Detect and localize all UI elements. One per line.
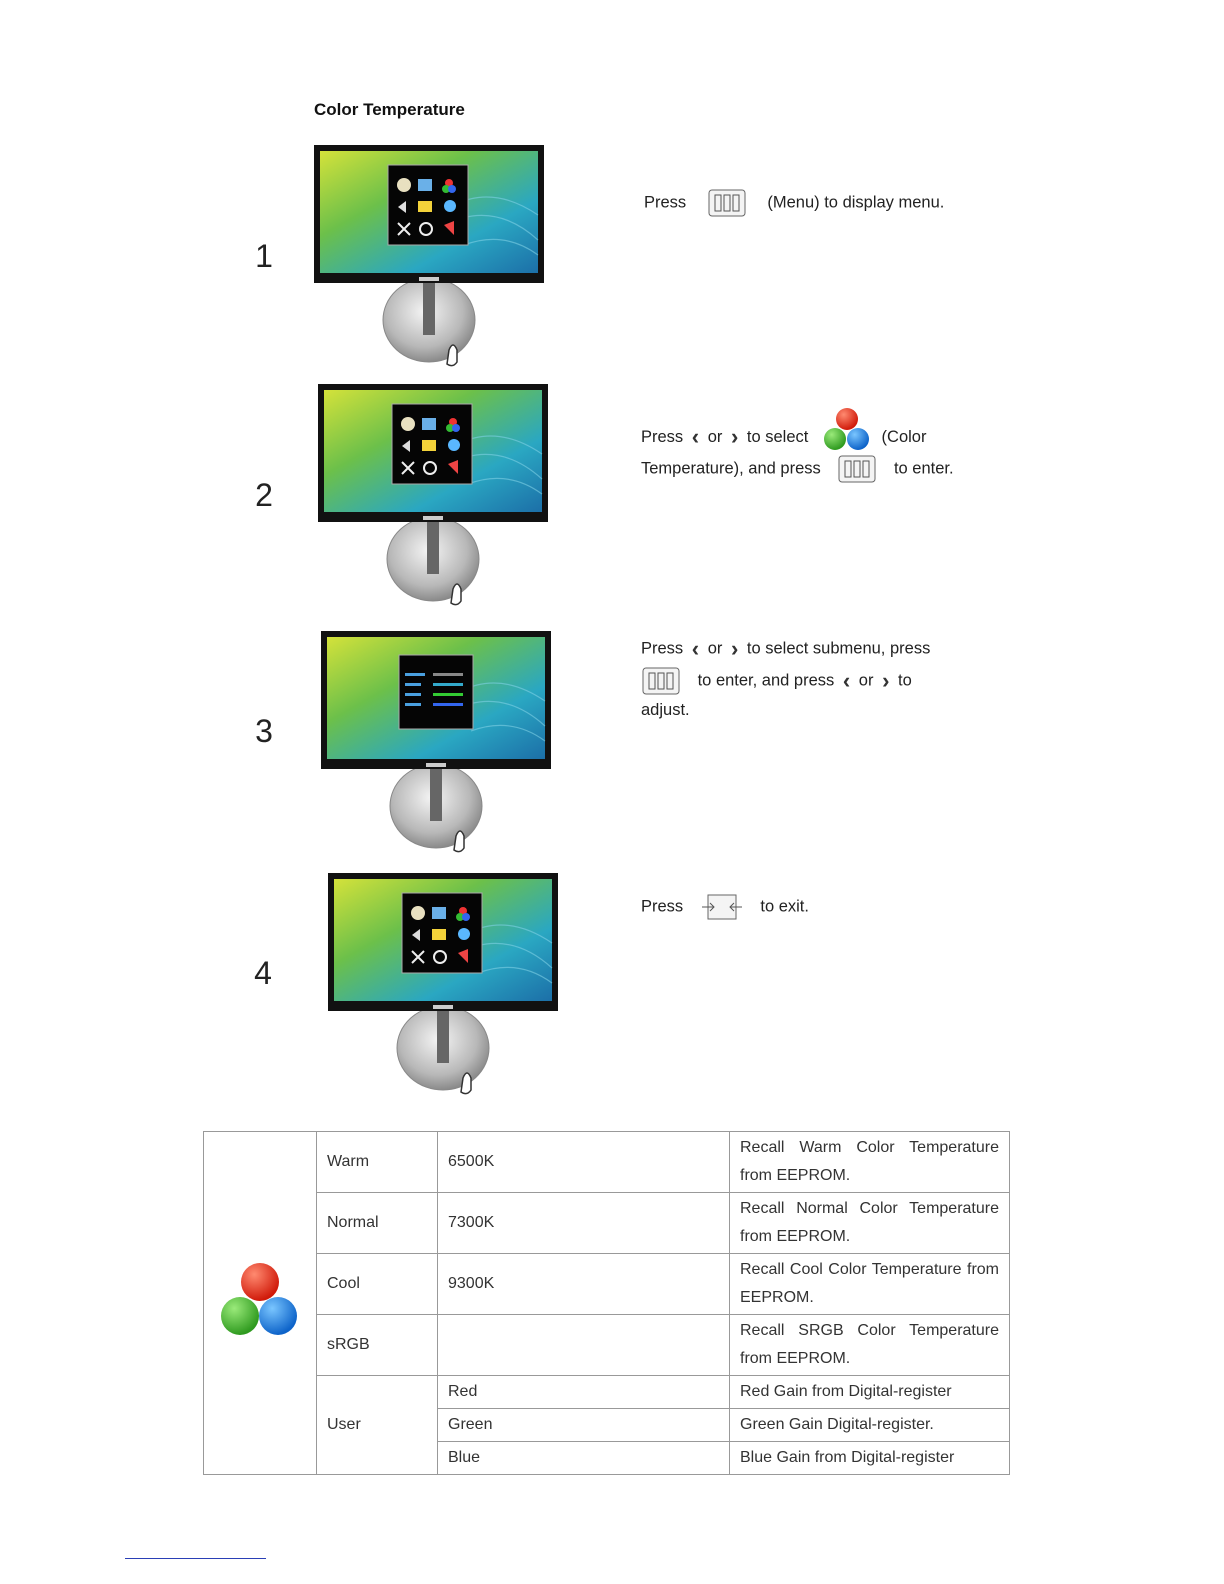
mode-description: Recall Warm Color Temperature from EEPRO… [729, 1131, 1010, 1193]
chevron-right-icon: › [730, 635, 739, 661]
menu-button-icon [642, 667, 680, 695]
user-sub-description: Green Gain Digital-register. [729, 1408, 1010, 1442]
to-select-text: to select [746, 428, 809, 446]
press-text: Press [641, 428, 684, 446]
user-sub-description: Blue Gain from Digital-register [729, 1441, 1010, 1475]
menu-button-icon [838, 455, 876, 483]
mode-name: User [316, 1375, 438, 1475]
to-exit-text: to exit. [760, 897, 809, 916]
table-row: Green Green Gain Digital-register. [204, 1408, 1010, 1442]
table-row: sRGB Recall SRGB Color Temperature from … [204, 1314, 1010, 1376]
table-row: User Red Red Gain from Digital-register [204, 1375, 1010, 1475]
user-sub-value: Blue [437, 1441, 730, 1475]
step-2-instruction-line-1: Press ‹ or › to select (Color [641, 408, 927, 454]
chevron-right-icon: › [882, 667, 890, 693]
mode-name: Warm [316, 1131, 438, 1193]
monitor-step-2 [318, 384, 558, 619]
mode-description: Recall Cool Color Temperature from EEPRO… [729, 1253, 1010, 1315]
step-3-instruction-line-1: Press ‹ or › to select submenu, press [641, 632, 930, 665]
menu-button-icon [708, 189, 746, 217]
step-2-instruction-line-2: Temperature), and press to enter. [641, 452, 954, 485]
table-row: Normal 7300K Recall Normal Color Tempera… [204, 1192, 1010, 1254]
color-temperature-table: Warm 6500K Recall Warm Color Temperature… [203, 1131, 1010, 1475]
step-number-1: 1 [255, 238, 273, 274]
mode-name: Cool [316, 1253, 438, 1315]
monitor-step-4 [328, 873, 568, 1108]
to-select-submenu-text: to select submenu, press [746, 639, 931, 658]
step-number-3: 3 [255, 713, 273, 749]
step-1-instruction: Press (Menu) to display menu. [644, 186, 944, 219]
chevron-left-icon: ‹ [691, 635, 700, 661]
to-enter-text: to enter. [893, 459, 954, 478]
step-number-2: 2 [255, 477, 273, 513]
user-sub-value: Green [437, 1408, 730, 1442]
color-temperature-icon-cell [203, 1131, 317, 1475]
adjust-text: adjust. [641, 701, 690, 719]
or-text: or [707, 639, 723, 658]
step-3-instruction-line-2: to enter, and press ‹ or › to [641, 664, 912, 697]
mode-name: sRGB [316, 1314, 438, 1376]
mode-description: Recall SRGB Color Temperature from EEPRO… [729, 1314, 1010, 1376]
temperature-text: Temperature), and press [641, 459, 821, 478]
press-text: Press [644, 193, 687, 212]
color-temperature-icon [221, 1262, 297, 1335]
footer-divider [125, 1558, 266, 1559]
mode-value: 7300K [437, 1192, 730, 1254]
to-text: to [897, 671, 912, 690]
monitor-step-1 [314, 145, 554, 380]
press-text: Press [641, 897, 684, 916]
step-number-4: 4 [254, 955, 272, 991]
step-1-text: (Menu) to display menu. [767, 193, 945, 212]
chevron-left-icon: ‹ [691, 424, 700, 449]
section-title: Color Temperature [314, 100, 465, 119]
chevron-right-icon: › [730, 424, 739, 449]
or-text: or [707, 428, 723, 446]
table-row: Blue Blue Gain from Digital-register [204, 1441, 1010, 1475]
exit-button-icon [701, 894, 742, 920]
mode-name: Normal [316, 1192, 438, 1254]
color-label-text: (Color [881, 428, 927, 446]
to-enter-and-press-text: to enter, and press [697, 671, 835, 690]
mode-value: 6500K [437, 1131, 730, 1193]
step-4-instruction: Press to exit. [641, 890, 809, 923]
table-row: Cool 9300K Recall Cool Color Temperature… [204, 1253, 1010, 1315]
press-text: Press [641, 639, 684, 658]
or-text-2: or [858, 671, 874, 690]
user-sub-value: Red [437, 1375, 730, 1409]
mode-description: Recall Normal Color Temperature from EEP… [729, 1192, 1010, 1254]
chevron-left-icon: ‹ [842, 667, 851, 693]
mode-value [437, 1314, 730, 1376]
table-row: Warm 6500K Recall Warm Color Temperature… [203, 1131, 1010, 1475]
color-temperature-icon [823, 408, 869, 450]
mode-value: 9300K [437, 1253, 730, 1315]
user-sub-description: Red Gain from Digital-register [729, 1375, 1010, 1409]
monitor-step-3 [321, 631, 561, 866]
